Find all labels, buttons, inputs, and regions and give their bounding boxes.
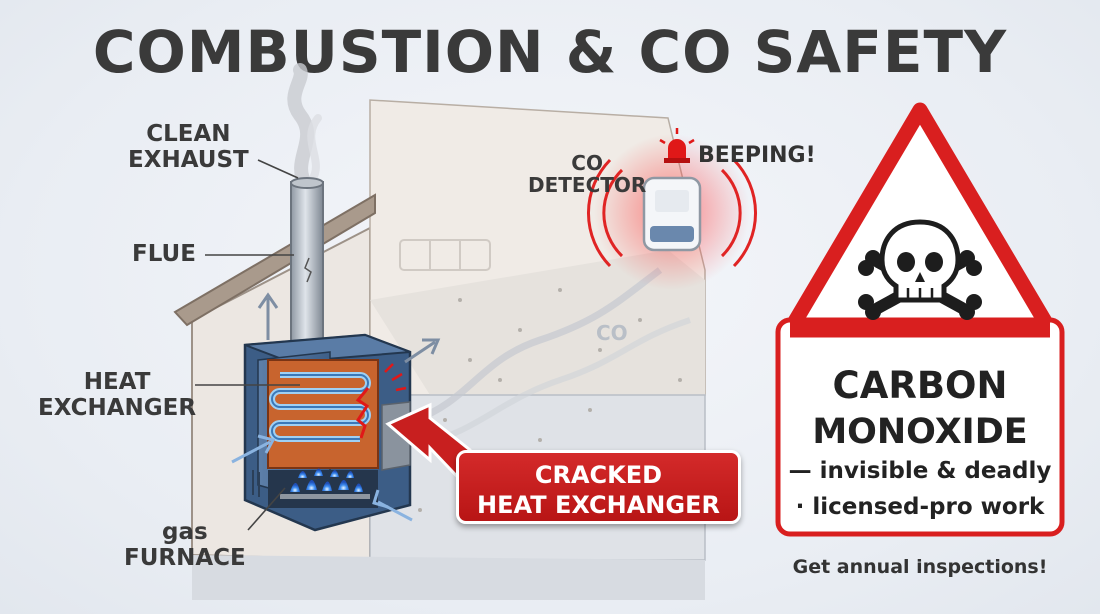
gas-furnace [243,333,412,532]
sign-line-monoxide: MONOXIDE [812,412,1028,452]
sign-line-licensed: · licensed-pro work [795,494,1045,520]
co-detector-label: CO DETECTOR [528,151,647,198]
leader-lines [195,159,300,531]
skull-crossbones-icon [858,219,982,320]
page-title: COMBUSTION & CO SAFETY [92,18,1008,86]
flow-arrows [231,292,441,522]
beeping-label: BEEPING! [698,143,816,168]
sign-line-invisible: — invisible & deadly [788,458,1052,484]
crack-mark [355,363,407,439]
sign-line-carbon: CARBON [832,364,1008,407]
co-detector [587,134,757,290]
heat-exchanger-label: HEAT EXCHANGER [38,369,197,421]
cracked-heat-exchanger-callout: CRACKED HEAT EXCHANGER [456,450,741,524]
inspection-footer: Get annual inspections! [792,556,1048,578]
siren-icon [659,128,695,163]
flue-pipe [290,177,324,343]
warning-triangle-icon [775,102,1065,537]
flue-label: FLUE [132,241,196,267]
exhaust-smoke [287,63,322,192]
gas-furnace-label: gas FURNACE [124,519,246,571]
clean-exhaust-label: CLEAN EXHAUST [128,121,249,173]
co-gas-label: CO [596,321,628,345]
